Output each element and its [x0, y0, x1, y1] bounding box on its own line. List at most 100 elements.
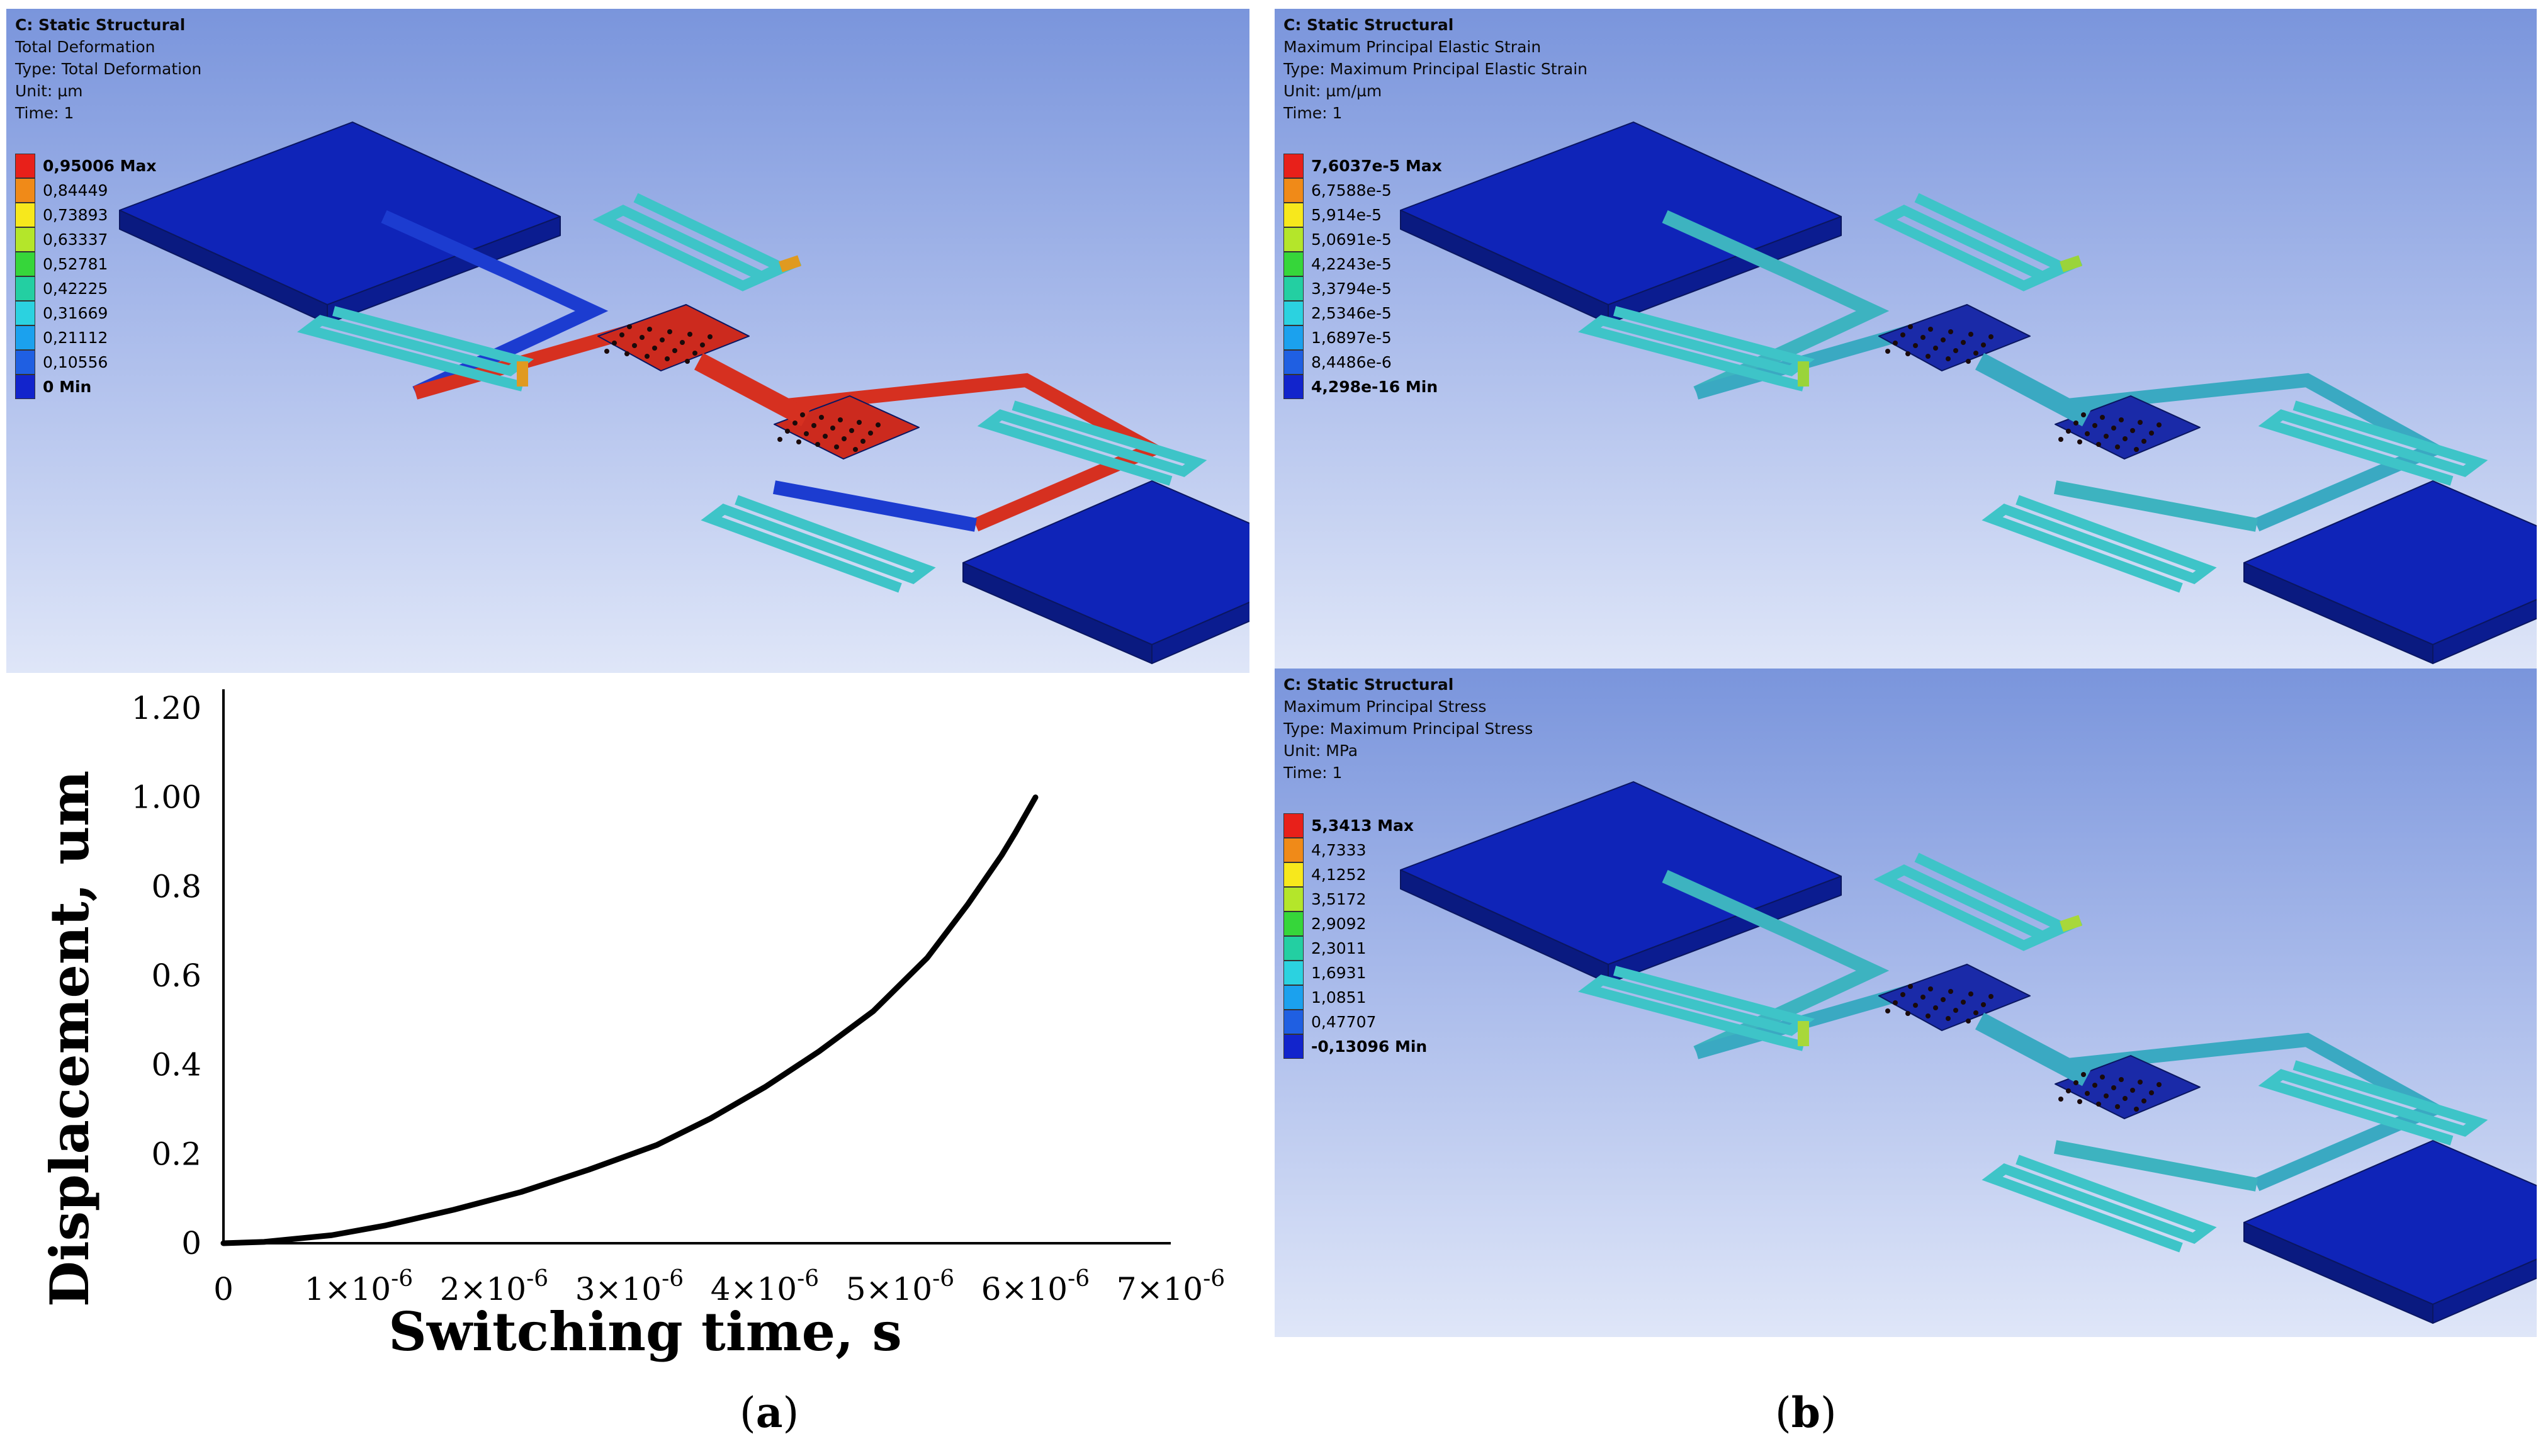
spring-meander [592, 193, 802, 291]
perforation-hole [1926, 1013, 1931, 1019]
legend-label: 0,31669 [43, 304, 108, 322]
perforation-hole [830, 426, 835, 431]
spring-meander [1982, 495, 2217, 593]
legend-swatch [1283, 227, 1304, 252]
perforation-hole [1900, 332, 1905, 337]
legend-swatch [1283, 911, 1304, 936]
center-plate [597, 304, 750, 371]
legend-swatch [1283, 252, 1304, 276]
perforation-hole [2123, 1096, 2128, 1101]
header-line: Type: Maximum Principal Elastic Strain [1283, 60, 1587, 78]
legend-swatch [15, 227, 35, 252]
lower-pad-edge [2432, 599, 2537, 664]
perforation-hole [2149, 1090, 2154, 1095]
spring-meander [297, 306, 534, 392]
perforation-hole [2138, 420, 2143, 425]
perforation-hole [842, 436, 847, 441]
perforation-hole [2134, 1107, 2139, 1112]
perforation-hole [2157, 1082, 2162, 1087]
legend-swatch [1283, 813, 1304, 838]
legend-swatch [15, 154, 35, 178]
y-tick-label: 1.20 [132, 690, 201, 726]
legend-row: 1,0851 [1283, 985, 1427, 1010]
legend-label: 0,73893 [43, 206, 108, 224]
perforation-hole [1926, 354, 1931, 359]
stress-hotspot [2060, 255, 2082, 273]
perforation-hole [708, 334, 713, 339]
perforation-hole [624, 351, 629, 356]
perforation-hole [777, 437, 782, 442]
legend-swatch [1283, 375, 1304, 399]
mems-switch-model [1400, 121, 2537, 664]
perforation-hole [838, 417, 843, 422]
legend-label: 3,5172 [1311, 890, 1367, 908]
perforation-hole [2085, 1091, 2090, 1096]
legend-label: 2,3011 [1311, 939, 1367, 957]
header-line: C: Static Structural [1283, 675, 1454, 694]
plate-bridge [694, 353, 811, 427]
x-tick-exponent: -6 [662, 1266, 684, 1292]
perforation-hole [2066, 429, 2071, 434]
perforation-hole [792, 420, 798, 426]
legend-label: 0,10556 [43, 353, 108, 371]
y-tick-label: 0.8 [151, 868, 201, 905]
legend-label: 0 Min [43, 378, 92, 396]
legend-label: 4,298e-16 Min [1311, 378, 1438, 396]
perforation-hole [687, 332, 692, 337]
perforation-hole [1920, 335, 1926, 340]
perforation-hole [2100, 415, 2105, 420]
legend-row: 2,3011 [1283, 936, 1427, 961]
legend-label: 2,9092 [1311, 915, 1367, 933]
legend-label: 3,3794e-5 [1311, 279, 1392, 298]
header-line: Maximum Principal Stress [1283, 697, 1487, 716]
legend-row: 5,3413 Max [1283, 813, 1427, 838]
upper-pad [119, 121, 561, 305]
perforation-hole [2058, 1097, 2063, 1102]
spring-meander [1578, 306, 1815, 392]
perforation-hole [665, 356, 670, 361]
header-line: Maximum Principal Elastic Strain [1283, 38, 1542, 56]
legend-row: 0,73893 [15, 203, 156, 227]
perforation-hole [1961, 1000, 1966, 1005]
perforation-hole [1913, 343, 1918, 348]
perforation-hole [2092, 1083, 2097, 1088]
perforation-hole [868, 431, 873, 436]
lower-frame-beam [2067, 373, 2449, 532]
legend-row: 0,31669 [15, 301, 156, 325]
legend-swatch [1283, 838, 1304, 862]
perforation-hole [2138, 1080, 2143, 1085]
spring-meander [1982, 1154, 2217, 1253]
x-tick-exponent: -6 [1068, 1266, 1090, 1292]
legend-swatch [1283, 350, 1304, 375]
perforation-hole [1948, 989, 1953, 994]
perforation-hole [660, 337, 665, 342]
perforation-hole [2130, 428, 2135, 433]
perforation-hole [1933, 346, 1938, 351]
legend-row: 0,21112 [15, 325, 156, 350]
perforation-hole [612, 341, 617, 346]
lower-pad-edge [1151, 601, 1249, 664]
header-line: Time: 1 [1283, 764, 1343, 782]
perforation-hole [1905, 1011, 1910, 1016]
legend-row: 4,298e-16 Min [1283, 375, 1442, 399]
perforation-hole [2141, 439, 2146, 444]
perforation-hole [2115, 444, 2120, 449]
perforation-hole [632, 343, 637, 348]
legend-label: 7,6037e-5 Max [1311, 157, 1442, 175]
perforation-hole [1928, 327, 1933, 332]
perforation-hole [2092, 423, 2097, 428]
x-tick-exponent: -6 [797, 1266, 819, 1292]
perforation-hole [2130, 1088, 2135, 1093]
legend-row: 4,1252 [1283, 862, 1427, 887]
panel-principal-stress: C: Static Structural Maximum Principal S… [1275, 669, 2537, 1337]
perforation-hole [1953, 1008, 1958, 1013]
header-line: Unit: MPa [1283, 742, 1358, 760]
perforation-hole [667, 329, 672, 334]
legend-swatch [1283, 1034, 1304, 1059]
perforation-hole [1885, 349, 1890, 354]
upper-pad [1400, 121, 1842, 305]
legend-row: 5,914e-5 [1283, 203, 1442, 227]
perforation-hole [2111, 426, 2116, 431]
